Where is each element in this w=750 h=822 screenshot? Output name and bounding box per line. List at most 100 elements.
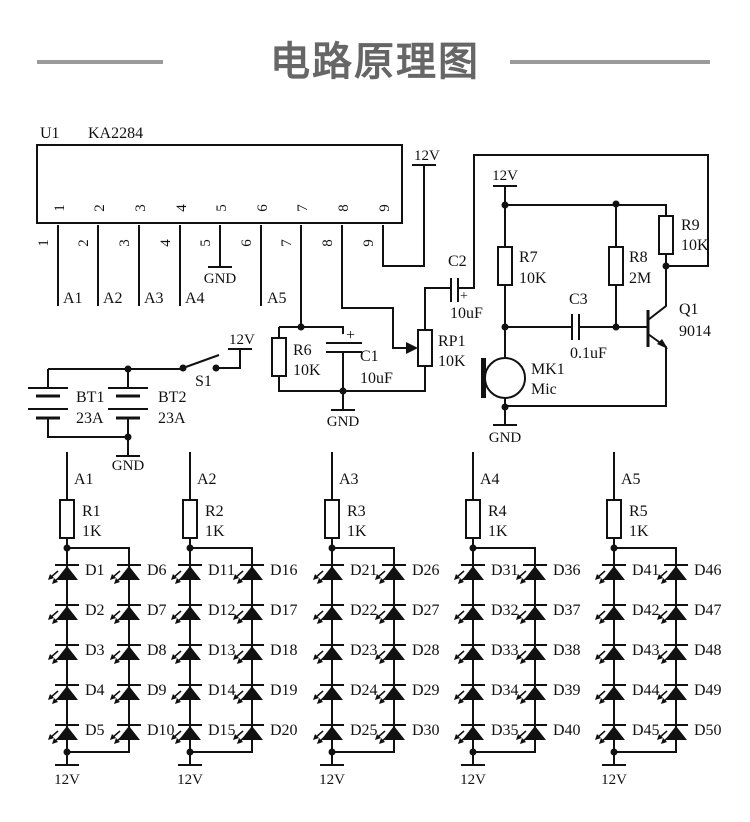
bank-resistor-value: 1K xyxy=(82,523,102,540)
led-ref-label: D47 xyxy=(694,602,722,619)
bank-resistor-value: 1K xyxy=(629,523,649,540)
led-ref-label: D44 xyxy=(632,682,660,699)
led-ref-label: D7 xyxy=(147,602,167,619)
led-arrowhead xyxy=(520,738,526,744)
led-arrowhead xyxy=(458,618,464,624)
led-triangle xyxy=(603,686,625,700)
junction-dot xyxy=(501,201,509,209)
led-triangle xyxy=(383,646,405,660)
led-triangle xyxy=(665,566,687,580)
led-arrowhead xyxy=(171,734,177,740)
led-triangle xyxy=(241,686,263,700)
led-ref-label: D33 xyxy=(491,642,519,659)
junction-dot xyxy=(328,544,336,552)
led-arrowhead xyxy=(379,738,385,744)
led-arrowhead xyxy=(661,738,667,744)
led-ref-label: D40 xyxy=(553,722,581,739)
led-diode xyxy=(375,564,406,584)
vcc-label: 12V xyxy=(601,772,627,788)
potentiometer-rp1 xyxy=(417,329,433,367)
led-diode xyxy=(454,644,485,664)
led-arrowhead xyxy=(171,694,177,700)
component-ref-label: R8 xyxy=(629,249,648,266)
led-arrowhead xyxy=(657,734,663,740)
led-ref-label: D32 xyxy=(491,602,519,619)
led-ref-label: D15 xyxy=(208,722,236,739)
led-arrowhead xyxy=(171,614,177,620)
led-diode xyxy=(454,684,485,704)
led-arrowhead xyxy=(233,654,239,660)
led-triangle xyxy=(383,606,405,620)
led-arrowhead xyxy=(595,654,601,660)
component-ref-label: Q1 xyxy=(679,301,699,318)
led-ref-label: D1 xyxy=(85,562,105,579)
led-diode xyxy=(313,644,344,664)
junction-dot xyxy=(610,748,618,756)
led-ref-label: D37 xyxy=(553,602,581,619)
wire xyxy=(216,349,241,369)
battery-ref-label: BT1 xyxy=(76,389,104,406)
led-ref-label: D18 xyxy=(270,642,298,659)
wire xyxy=(424,287,450,330)
led-arrowhead xyxy=(114,618,120,624)
ic-pin-number-inner: 7 xyxy=(295,204,311,212)
led-arrowhead xyxy=(661,578,667,584)
led-arrowhead xyxy=(171,574,177,580)
junction-dot xyxy=(212,364,220,372)
led-triangle xyxy=(665,646,687,660)
led-triangle xyxy=(321,566,343,580)
led-triangle xyxy=(462,686,484,700)
led-triangle xyxy=(665,606,687,620)
vcc-label: 12V xyxy=(492,168,518,184)
led-triangle xyxy=(462,606,484,620)
ic-pin-number-inner: 6 xyxy=(255,204,271,212)
led-triangle xyxy=(56,726,78,740)
led-diode xyxy=(375,604,406,624)
ic-pin-number-outer: 8 xyxy=(320,239,336,247)
component-value-label: 9014 xyxy=(679,323,711,340)
junction-dot xyxy=(612,200,620,208)
led-arrowhead xyxy=(516,574,522,580)
wire xyxy=(505,204,667,216)
led-ref-label: D28 xyxy=(412,642,440,659)
led-arrowhead xyxy=(114,658,120,664)
led-arrowhead xyxy=(313,574,319,580)
led-arrowhead xyxy=(458,658,464,664)
led-diode xyxy=(233,564,264,584)
led-ref-label: D29 xyxy=(412,682,440,699)
led-arrowhead xyxy=(379,618,385,624)
wire xyxy=(47,419,128,438)
led-triangle xyxy=(56,686,78,700)
junction-dot xyxy=(124,433,132,441)
led-triangle xyxy=(241,606,263,620)
output-label: A1 xyxy=(63,290,83,307)
led-triangle xyxy=(241,726,263,740)
led-ref-label: D42 xyxy=(632,602,660,619)
led-arrowhead xyxy=(110,614,116,620)
led-arrowhead xyxy=(375,654,381,660)
junction-dot xyxy=(469,748,477,756)
led-diode xyxy=(454,604,485,624)
led-diode xyxy=(657,724,688,744)
transistor-emitter-arrow xyxy=(657,339,668,349)
led-ref-label: D49 xyxy=(694,682,722,699)
led-arrowhead xyxy=(379,698,385,704)
bank-net-label: A5 xyxy=(621,471,641,488)
led-arrowhead xyxy=(175,658,181,664)
led-arrowhead xyxy=(110,734,116,740)
battery-ref-label: BT2 xyxy=(158,389,186,406)
led-triangle xyxy=(524,566,546,580)
led-arrowhead xyxy=(454,654,460,660)
led-diode xyxy=(48,564,79,584)
led-ref-label: D20 xyxy=(270,722,298,739)
junction-dot xyxy=(662,262,670,270)
led-arrowhead xyxy=(595,694,601,700)
component-value-label: Mic xyxy=(531,381,557,398)
led-arrowhead xyxy=(661,698,667,704)
led-diode xyxy=(595,604,626,624)
led-diode xyxy=(516,644,547,664)
component-value-label: 0.1uF xyxy=(570,345,607,362)
ic-pin-number-inner: 1 xyxy=(52,204,68,212)
led-diode xyxy=(110,604,141,624)
led-triangle xyxy=(241,566,263,580)
